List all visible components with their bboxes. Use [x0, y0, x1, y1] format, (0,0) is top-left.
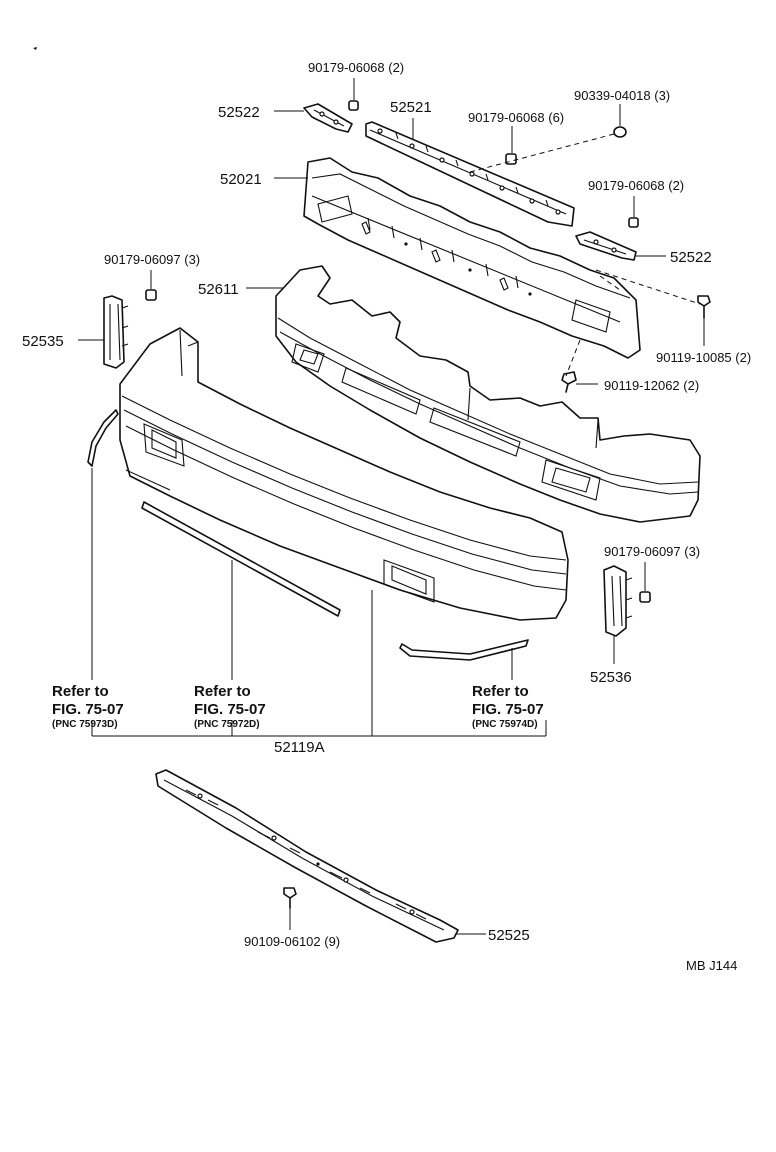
- bracket-52521: [365, 121, 575, 227]
- label-52521: 52521: [390, 99, 432, 116]
- ref-1-line2: FIG. 75-07: [52, 701, 124, 718]
- clip-90179-06068-mid: [505, 153, 517, 165]
- label-52611: 52611: [198, 281, 239, 298]
- retainer-52522-left: [303, 103, 353, 133]
- label-90179-06068-right: 90179-06068 (2): [588, 178, 684, 193]
- absorber-52611: [275, 265, 701, 523]
- clip-90179-06068-right: [628, 217, 639, 228]
- label-90339-04018: 90339-04018 (3): [574, 88, 670, 103]
- molding-75973D: [87, 409, 119, 467]
- dash-90339: [469, 133, 615, 173]
- leader-52119A-bracket: [91, 590, 547, 737]
- dash-90119-12062: [565, 339, 581, 377]
- bolt-90119-10085: [697, 295, 711, 319]
- clip-90179-06068-top: [348, 100, 359, 111]
- side-retainer-52535: [103, 295, 129, 369]
- clip-90179-06097-right: [639, 591, 651, 603]
- lower-bracket-52525: [155, 769, 459, 943]
- diagram-code: MB J144: [686, 958, 737, 973]
- retainer-52522-right: [575, 231, 637, 261]
- bolt-90119-12062: [561, 371, 577, 393]
- ref-2-line2: FIG. 75-07: [194, 701, 266, 718]
- label-52535: 52535: [22, 333, 64, 350]
- ref-2-pnc: (PNC 75972D): [194, 719, 260, 730]
- dash-90119-10085: [595, 269, 701, 305]
- label-52522-right: 52522: [670, 249, 712, 266]
- grommet-90339-04018: [613, 126, 627, 138]
- bumper-cover-52119A: [119, 327, 569, 621]
- label-52525: 52525: [488, 927, 530, 944]
- label-90119-12062: 90119-12062 (2): [604, 378, 699, 393]
- label-90109-06102: 90109-06102 (9): [244, 934, 340, 949]
- label-52522-left: 52522: [218, 104, 260, 121]
- label-90179-06097-right: 90179-06097 (3): [604, 544, 700, 559]
- ref-3-line1: Refer to: [472, 683, 529, 700]
- ref-2-line1: Refer to: [194, 683, 251, 700]
- molding-75974D: [399, 639, 529, 661]
- label-90119-10085: 90119-10085 (2): [656, 350, 751, 365]
- label-90179-06068-mid: 90179-06068 (6): [468, 110, 564, 125]
- ref-3-line2: FIG. 75-07: [472, 701, 544, 718]
- label-52536: 52536: [590, 669, 632, 686]
- ref-1-line1: Refer to: [52, 683, 109, 700]
- side-retainer-52536: [603, 565, 633, 637]
- ref-3-pnc: (PNC 75974D): [472, 719, 538, 730]
- bolt-90109-06102: [283, 887, 297, 909]
- label-90179-06068-top: 90179-06068 (2): [308, 60, 404, 75]
- label-52119A: 52119A: [274, 739, 325, 756]
- clip-90179-06097-left: [145, 289, 157, 301]
- molding-75972D: [141, 501, 341, 617]
- ref-1-pnc: (PNC 75973D): [52, 719, 118, 730]
- label-90179-06097-left: 90179-06097 (3): [104, 252, 200, 267]
- reinforcement-52021: [303, 157, 641, 359]
- label-52021: 52021: [220, 171, 262, 188]
- speck-mark: [33, 47, 37, 50]
